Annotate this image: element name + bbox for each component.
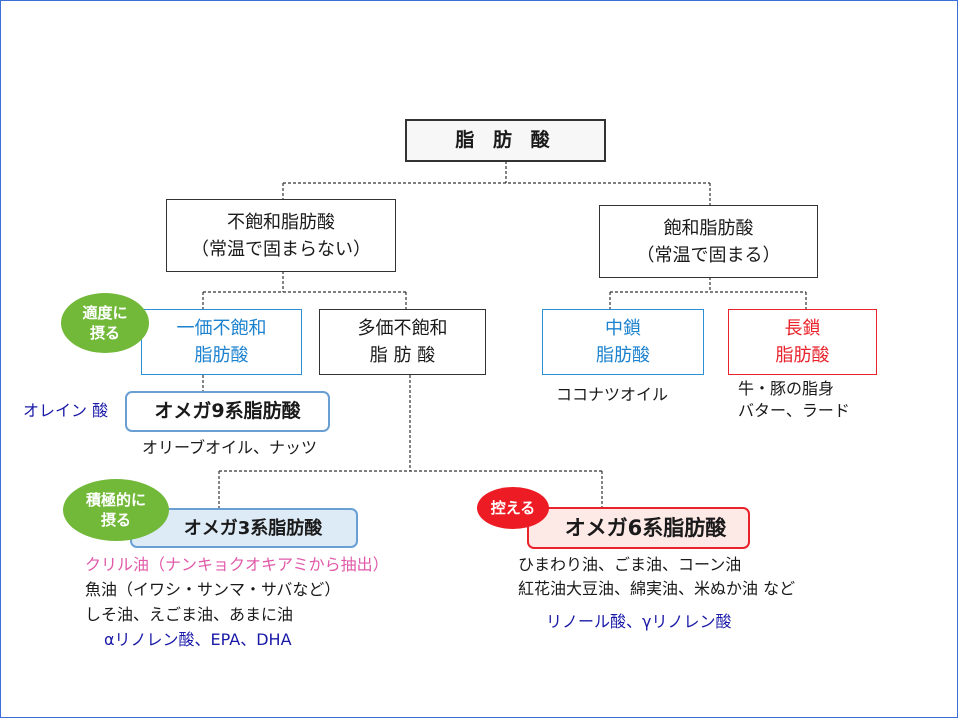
omega6-box: オメガ6系脂肪酸 bbox=[527, 507, 750, 549]
poly-label-1: 多価不飽和 bbox=[357, 318, 448, 339]
moderate-badge-line1: 適度に bbox=[82, 304, 128, 322]
fish-oil-text: 魚油（イワシ・サンマ・サバなど） bbox=[85, 580, 341, 599]
unsaturated-label: 不飽和脂肪酸 bbox=[227, 211, 335, 233]
poly-label-2: 脂 肪 酸 bbox=[369, 345, 436, 366]
mono-label-1: 一価不飽和 bbox=[176, 318, 267, 339]
coconut-oil-text: ココナツオイル bbox=[556, 385, 669, 404]
active-badge-line1: 積極的に bbox=[85, 491, 146, 509]
unsaturated-note: （常温で固まらない） bbox=[191, 238, 371, 260]
root-box: 脂 肪 酸 bbox=[405, 119, 606, 162]
medium-chain-label-2: 脂肪酸 bbox=[596, 345, 650, 366]
long-chain-label-1: 長鎖 bbox=[784, 318, 821, 339]
krill-oil-text: クリル油（ナンキョクオキアミから抽出） bbox=[85, 555, 389, 574]
omega6-sources-2: 紅花油大豆油、綿実油、米ぬか油 など bbox=[518, 579, 796, 598]
long-chain-box: 長鎖 脂肪酸 bbox=[728, 309, 877, 375]
limit-badge-label: 控える bbox=[490, 499, 536, 517]
omega6-acids-text: リノール酸、γリノレン酸 bbox=[546, 612, 732, 631]
saturated-box: 飽和脂肪酸 （常温で固まる） bbox=[599, 205, 818, 278]
active-badge-line2: 摂る bbox=[100, 511, 131, 529]
active-intake-badge: 積極的に 摂る bbox=[63, 479, 169, 541]
saturated-label: 飽和脂肪酸 bbox=[663, 217, 754, 239]
mono-label-2: 脂肪酸 bbox=[194, 345, 249, 366]
long-chain-label-2: 脂肪酸 bbox=[775, 345, 830, 366]
medium-chain-label-1: 中鎖 bbox=[605, 318, 641, 339]
mono-unsaturated-box: 一価不飽和 脂肪酸 bbox=[141, 309, 302, 375]
root-connector bbox=[282, 161, 711, 205]
omega9-box: オメガ9系脂肪酸 bbox=[125, 391, 330, 432]
root-label: 脂 肪 酸 bbox=[455, 129, 556, 151]
saturated-note: （常温で固まる） bbox=[636, 244, 781, 266]
poly-unsaturated-box: 多価不飽和 脂 肪 酸 bbox=[319, 309, 486, 375]
omega3-label: オメガ3系脂肪酸 bbox=[183, 517, 323, 539]
limit-intake-badge: 控える bbox=[477, 487, 549, 529]
long-chain-sources-1: 牛・豚の脂身 bbox=[738, 379, 835, 398]
omega6-sources-1: ひまわり油、ごま油、コーン油 bbox=[518, 555, 742, 574]
perilla-oil-text: しそ油、えごま油、あまに油 bbox=[85, 605, 294, 624]
poly-connector bbox=[218, 375, 603, 509]
omega3-acids-text: αリノレン酸、EPA、DHA bbox=[104, 630, 292, 649]
saturated-connector bbox=[609, 277, 807, 309]
omega9-sources-text: オリーブオイル、ナッツ bbox=[142, 438, 318, 457]
long-chain-sources-2: バター、ラード bbox=[738, 401, 850, 420]
omega6-label: オメガ6系脂肪酸 bbox=[564, 515, 727, 540]
unsaturated-connector bbox=[202, 271, 407, 309]
unsaturated-box: 不飽和脂肪酸 （常温で固まらない） bbox=[166, 199, 396, 272]
moderate-badge-line2: 摂る bbox=[89, 324, 120, 342]
oleic-acid-text: オレイン 酸 bbox=[23, 401, 109, 420]
medium-chain-box: 中鎖 脂肪酸 bbox=[542, 309, 704, 375]
moderate-intake-badge: 適度に 摂る bbox=[61, 293, 149, 353]
omega9-label: オメガ9系脂肪酸 bbox=[154, 400, 301, 422]
